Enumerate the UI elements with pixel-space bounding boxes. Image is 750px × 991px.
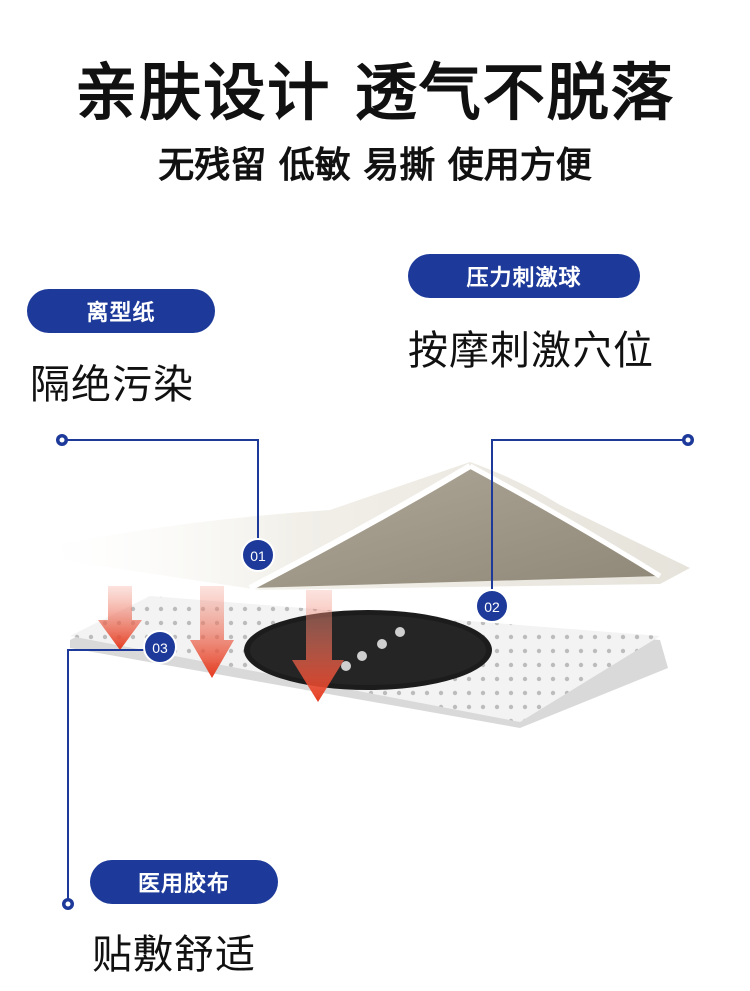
- medical-tape-tag: 医用胶布: [90, 860, 278, 904]
- headline: 亲肤设计 透气不脱落: [75, 56, 675, 129]
- release-paper-desc: 隔绝污染: [30, 362, 194, 408]
- badge-02: 02: [475, 589, 509, 623]
- pressure-ball-desc: 按摩刺激穴位: [408, 328, 654, 374]
- release-paper-layer: [40, 462, 690, 591]
- badge-01-text: 01: [250, 548, 266, 564]
- badge-02-text: 02: [484, 599, 500, 615]
- pressure-ball-tag: 压力刺激球: [408, 254, 640, 298]
- badge-01: 01: [241, 538, 275, 572]
- badge-03: 03: [143, 630, 177, 664]
- callout-lines: [62, 439, 688, 904]
- release-paper-tag: 离型纸: [27, 289, 215, 333]
- pressure-arrows: [98, 586, 344, 702]
- badge-03-text: 03: [152, 640, 168, 656]
- subheadline: 无残留 低敏 易撕 使用方便: [158, 144, 592, 186]
- medical-tape-desc: 贴敷舒适: [92, 932, 256, 978]
